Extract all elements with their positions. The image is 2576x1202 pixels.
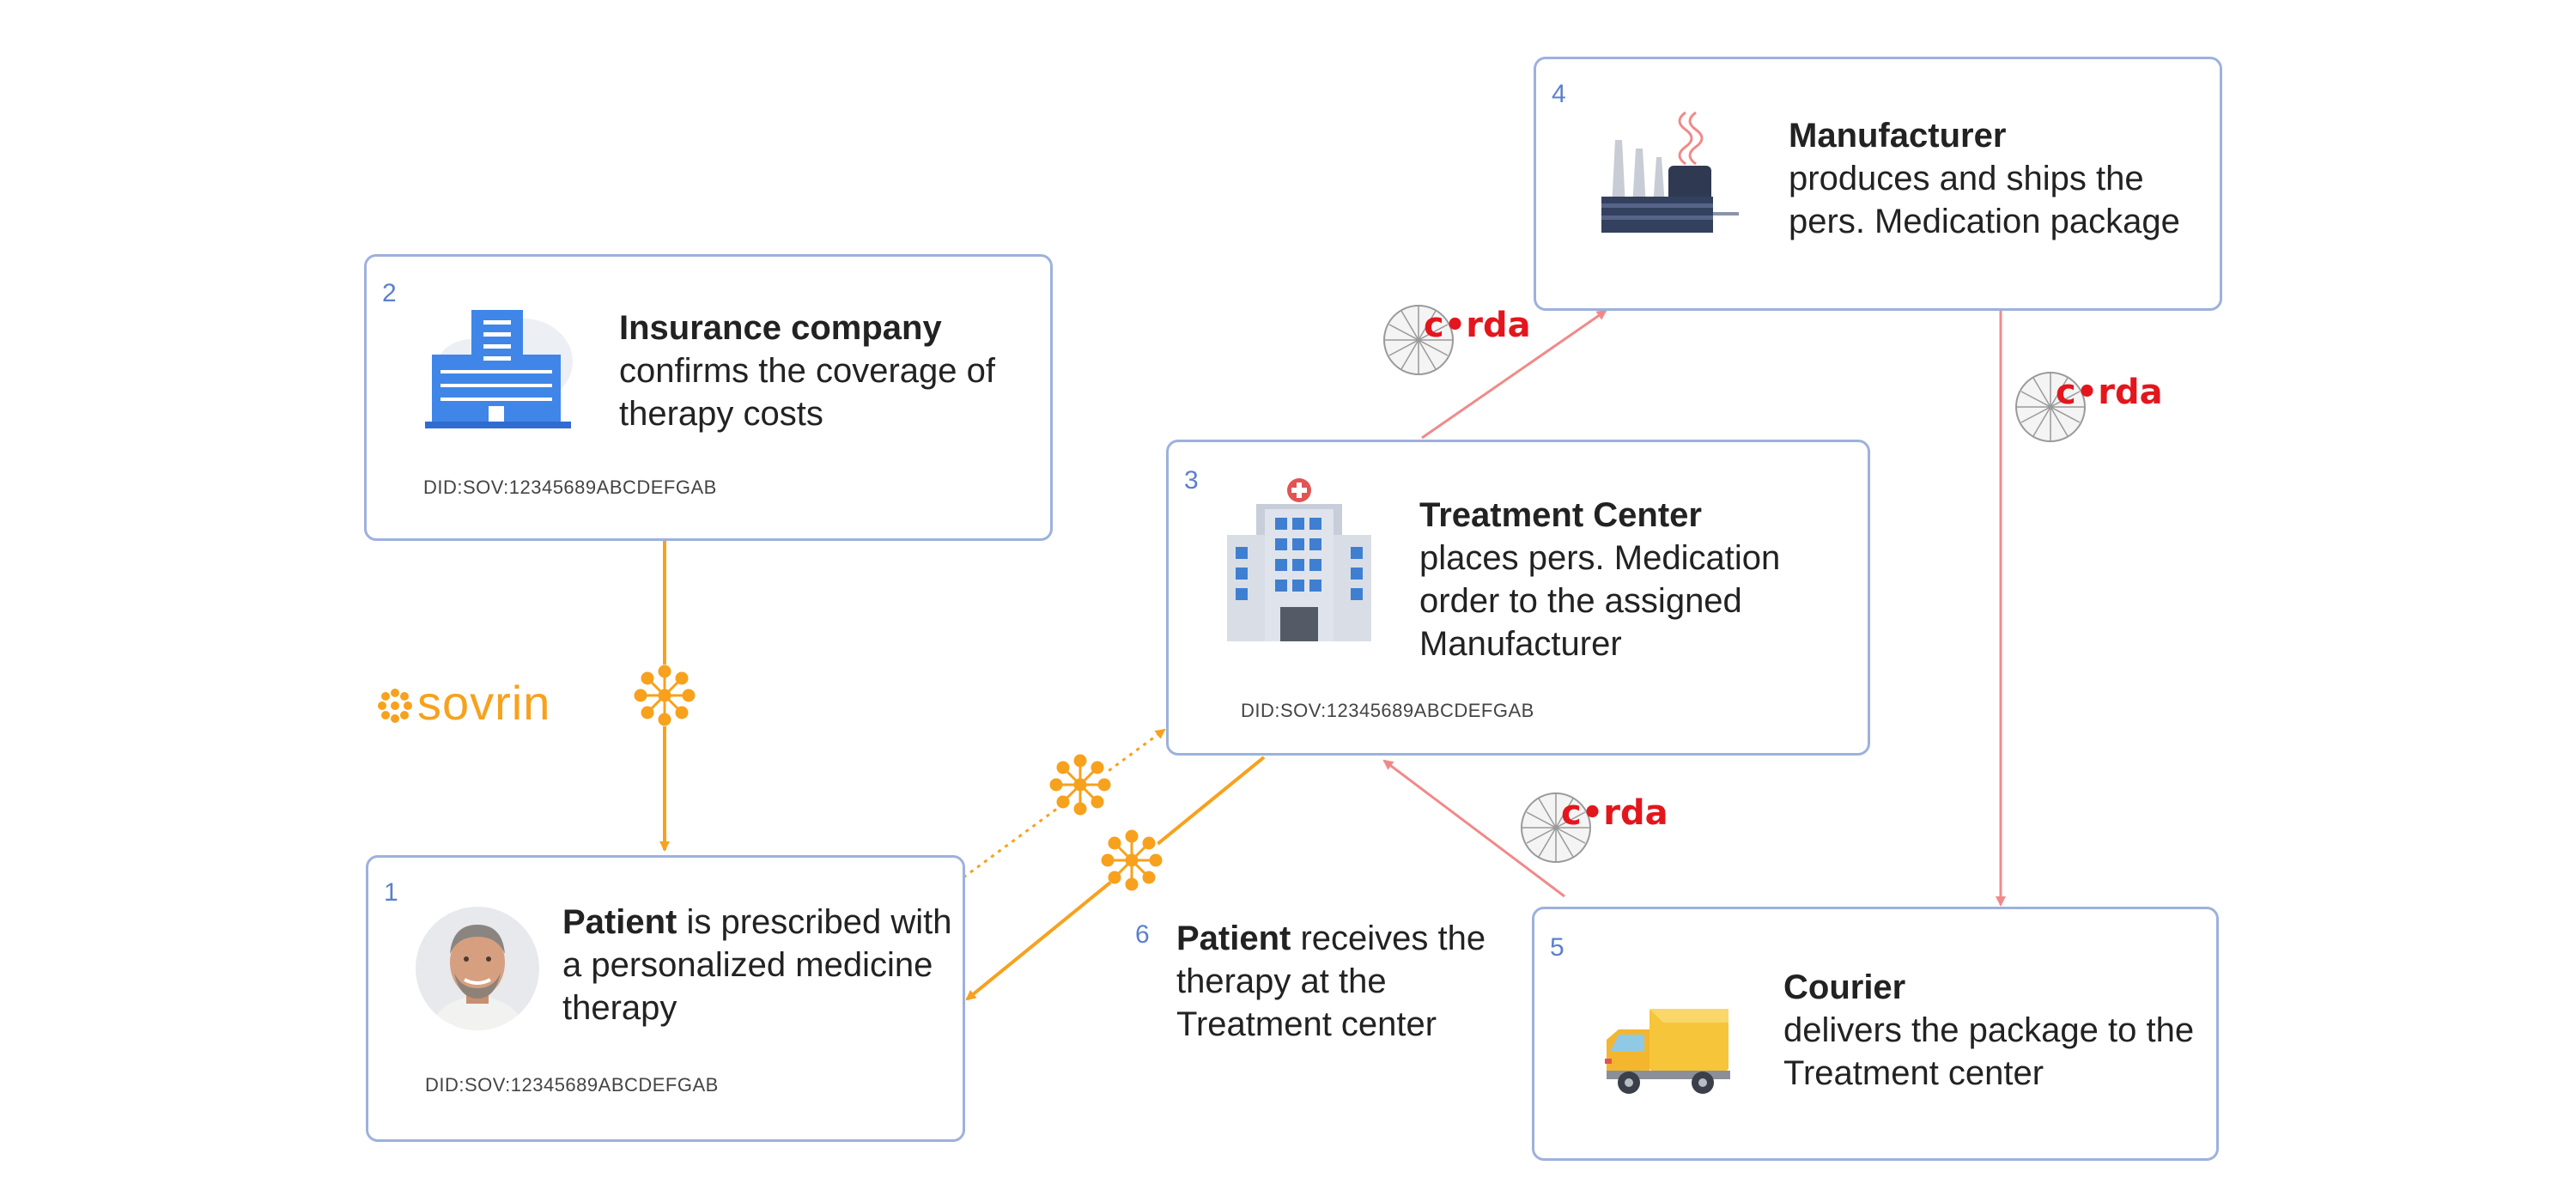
did-identifier: DID:SOV:12345689ABCDEFGAB: [425, 1074, 719, 1096]
sovrin-logo-text: sovrin: [417, 676, 551, 730]
step6-text: receives the therapy at the Treatment ce…: [1176, 920, 1486, 1043]
step-number: 2: [382, 279, 397, 307]
patient-node: 1 Patient is prescribed with a personali…: [366, 855, 965, 1142]
step-number: 5: [1550, 933, 1564, 962]
step-number: 6: [1135, 920, 1150, 949]
did-identifier: DID:SOV:12345689ABCDEFGAB: [423, 477, 717, 498]
insurance-text: confirms the coverage of therapy costs: [619, 352, 995, 433]
patient-text: is prescribed with a personalized medici…: [562, 903, 952, 1027]
sovrin-badge-icon: [634, 665, 696, 726]
treatment-center-description: Treatment Center places pers. Medication…: [1419, 494, 1857, 665]
treatment-center-node: 3 Treatment Center places pers. Medicati…: [1166, 440, 1870, 756]
manufacturer-text: produces and ships the pers. Medication …: [1789, 160, 2180, 240]
did-identifier: DID:SOV:12345689ABCDEFGAB: [1241, 700, 1534, 721]
hospital-icon: [1227, 478, 1371, 646]
patient-description: Patient is prescribed with a personalize…: [562, 901, 957, 1029]
corda-badge-label: c•rda: [1424, 306, 1531, 345]
corda-badge-icon: c•rda: [1383, 305, 1531, 375]
sovrin-badge-icon: [1101, 829, 1163, 891]
manufacturer-title: Manufacturer: [1789, 117, 2007, 155]
office-building-icon: [420, 301, 580, 452]
person-photo-icon: [415, 906, 540, 1035]
step6-description: Patient receives the therapy at the Trea…: [1176, 917, 1520, 1046]
treatment-center-title: Treatment Center: [1419, 496, 1702, 534]
treatment-center-text: places pers. Medication order to the ass…: [1419, 539, 1781, 663]
courier-title: Courier: [1783, 968, 1906, 1006]
step-number: 4: [1552, 80, 1566, 108]
sovrin-logo: sovrin: [376, 675, 550, 731]
corda-badge-label: c•rda: [2056, 373, 2163, 412]
corda-badge-icon: c•rda: [1521, 792, 1668, 863]
step-number: 3: [1184, 466, 1199, 495]
corda-badge-icon: c•rda: [2015, 372, 2163, 442]
patient-title: Patient: [562, 903, 677, 941]
insurance-title: Insurance company: [619, 309, 942, 347]
insurance-node: 2 Insurance company confirms the coverag…: [364, 254, 1053, 541]
delivery-truck-icon: [1603, 1004, 1732, 1102]
sovrin-badge-icon: [1049, 754, 1111, 816]
arrow-treatment-to-manufacturer: [1421, 309, 1607, 440]
arrow-courier-to-treatment: [1382, 759, 1565, 898]
step6-title: Patient: [1176, 920, 1291, 957]
arrow-patient-to-treatment: [963, 728, 1166, 879]
courier-node: 5 Courier delivers the package to the Tr…: [1532, 907, 2219, 1161]
courier-description: Courier delivers the package to the Trea…: [1783, 966, 2213, 1095]
step-number: 1: [384, 878, 398, 907]
factory-icon: [1596, 104, 1742, 246]
manufacturer-description: Manufacturer produces and ships the pers…: [1789, 114, 2209, 243]
manufacturer-node: 4 Manufacturer produces and ships the pe…: [1534, 57, 2222, 311]
corda-badge-label: c•rda: [1561, 793, 1668, 833]
sovrin-logo-icon: [378, 689, 412, 723]
insurance-description: Insurance company confirms the coverage …: [619, 307, 1040, 435]
courier-text: delivers the package to the Treatment ce…: [1783, 1011, 2195, 1092]
